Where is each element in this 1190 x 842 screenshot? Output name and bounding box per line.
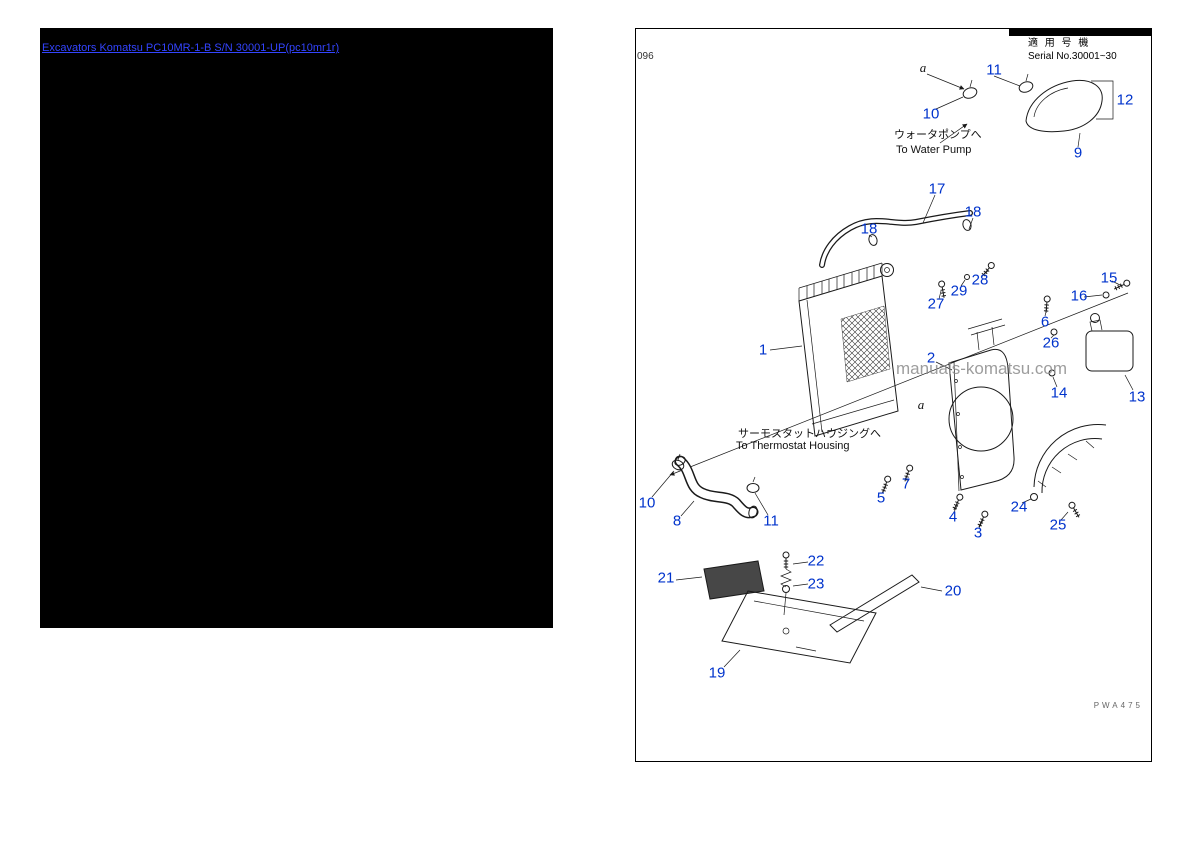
- page-corner-code: 096: [637, 51, 654, 62]
- callout-14: 14: [1050, 384, 1068, 402]
- top-black-strip: [1009, 29, 1151, 36]
- callout-3: 3: [973, 524, 983, 542]
- callout-5: 5: [876, 489, 886, 507]
- serial-block: 適 用 号 機 Serial No.30001~30: [1028, 37, 1117, 63]
- exploded-diagram-line-art: [651, 73, 1134, 668]
- callout-10: 10: [638, 494, 656, 512]
- callout-1: 1: [758, 341, 768, 359]
- watermark: manuals-komatsu.com: [896, 359, 1068, 378]
- diagram-annotation: サーモスタットハウジングへ: [738, 428, 881, 440]
- callout-27: 27: [927, 295, 945, 313]
- callout-15: 15: [1100, 269, 1118, 287]
- callout-10: 10: [922, 105, 940, 123]
- callout-12: 12: [1116, 91, 1134, 109]
- callout-17: 17: [928, 180, 946, 198]
- breadcrumb-link[interactable]: Excavators Komatsu PC10MR-1-B S/N 30001-…: [42, 42, 340, 54]
- serial-label-jp: 適 用 号 機: [1028, 38, 1091, 49]
- left-black-panel: Excavators Komatsu PC10MR-1-B S/N 30001-…: [40, 28, 553, 628]
- callout-6: 6: [1040, 313, 1050, 331]
- callout-19: 19: [708, 664, 726, 682]
- diagram-annotation: ウォータポンプへ: [894, 129, 982, 141]
- callout-25: 25: [1049, 516, 1067, 534]
- datum-label-a: a: [917, 397, 925, 412]
- callout-8: 8: [672, 512, 682, 530]
- callout-24: 24: [1010, 498, 1028, 516]
- callout-18: 18: [860, 220, 878, 238]
- datum-label-a: a: [919, 60, 927, 75]
- callout-9: 9: [1073, 144, 1083, 162]
- callout-11: 11: [763, 512, 779, 530]
- callout-4: 4: [948, 508, 958, 526]
- callout-21: 21: [657, 569, 675, 587]
- callout-28: 28: [971, 271, 989, 289]
- serial-label-en: Serial No.30001~30: [1028, 51, 1117, 62]
- callout-2: 2: [926, 349, 936, 367]
- callout-29: 29: [950, 282, 968, 300]
- callout-18: 18: [964, 203, 982, 221]
- callout-26: 26: [1042, 334, 1060, 352]
- diagram-annotation: To Thermostat Housing: [736, 440, 850, 452]
- callout-7: 7: [901, 475, 911, 493]
- diagram-panel: 096 適 用 号 機 Serial No.30001~30 manuals-k…: [635, 28, 1152, 762]
- callout-22: 22: [807, 552, 825, 570]
- callout-20: 20: [944, 582, 962, 600]
- callout-11: 11: [986, 61, 1002, 79]
- callout-13: 13: [1128, 388, 1146, 406]
- callout-23: 23: [807, 575, 825, 593]
- drawing-number: PWA475: [1093, 701, 1143, 710]
- diagram-annotation: To Water Pump: [896, 144, 972, 156]
- callout-16: 16: [1070, 287, 1088, 305]
